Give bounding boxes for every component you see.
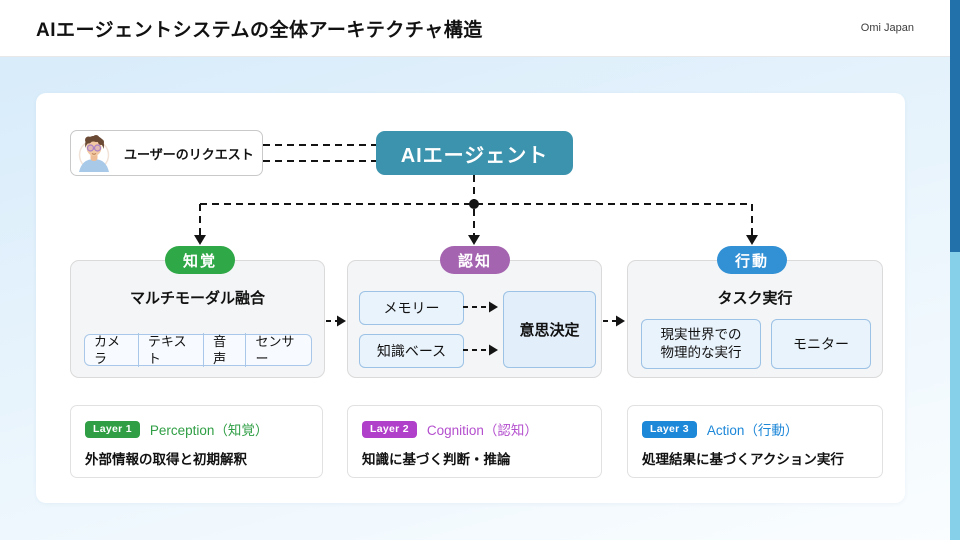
action-stage-box: タスク実行 現実世界での 物理的な実行 モニター: [627, 260, 883, 378]
layer2-badge: Layer 2: [362, 420, 417, 438]
layer2-description: 知識に基づく判断・推論: [362, 452, 511, 467]
modality-strip: カメラ テキスト 音声 センサー: [84, 333, 312, 367]
user-request-box: ユーザーのリクエスト: [70, 130, 263, 176]
ai-agent-box: AIエージェント: [376, 131, 573, 175]
layer1-description: 外部情報の取得と初期解釈: [85, 452, 247, 467]
layer3-name: Action（行動）: [706, 423, 799, 438]
modality-sensor: センサー: [245, 333, 311, 367]
edge-accent-bar-bottom: [950, 252, 960, 540]
modality-camera: カメラ: [94, 334, 121, 366]
layer2-card: Layer 2 Cognition（認知） 知識に基づく判断・推論: [347, 405, 602, 478]
action-pill: 行動: [717, 246, 787, 274]
layer1-badge: Layer 1: [85, 420, 140, 438]
memory-box: メモリー: [359, 291, 464, 325]
user-request-label: ユーザーのリクエスト: [124, 146, 254, 162]
monitor-box: モニター: [771, 319, 871, 369]
cognition-pill: 認知: [440, 246, 510, 274]
perception-stage-box: マルチモーダル融合 カメラ テキスト 音声 センサー: [70, 260, 325, 378]
layer3-description: 処理結果に基づくアクション実行: [642, 452, 844, 467]
page-title: AIエージェントシステムの全体アーキテクチャ構造: [36, 19, 483, 41]
perception-stage-title: マルチモーダル融合: [129, 290, 265, 307]
brand-label: Omi Japan: [860, 22, 914, 34]
physical-execution-box: 現実世界での 物理的な実行: [641, 319, 761, 369]
layer3-badge: Layer 3: [642, 420, 697, 438]
knowledge-base-box: 知識ベース: [359, 334, 464, 368]
edge-accent-bar-top: [950, 0, 960, 252]
perception-pill: 知覚: [165, 246, 235, 274]
modality-audio: 音声: [203, 333, 245, 367]
diagram-canvas: ユーザーのリクエスト AIエージェント 知覚 認知 行動 マルチモーダル融合 カ…: [36, 93, 905, 503]
cognition-stage-box: メモリー 知識ベース 意思決定: [347, 260, 602, 378]
layer3-card: Layer 3 Action（行動） 処理結果に基づくアクション実行: [627, 405, 883, 478]
layer1-name: Perception（知覚）: [149, 423, 269, 438]
layer1-card: Layer 1 Perception（知覚） 外部情報の取得と初期解釈: [70, 405, 323, 478]
layer2-name: Cognition（認知）: [426, 423, 538, 438]
slide-header: AIエージェントシステムの全体アーキテクチャ構造 Omi Japan: [0, 0, 960, 57]
user-avatar-icon: [74, 134, 114, 172]
action-stage-title: タスク実行: [717, 290, 793, 307]
decision-box: 意思決定: [503, 291, 596, 368]
modality-text: テキスト: [137, 333, 203, 367]
